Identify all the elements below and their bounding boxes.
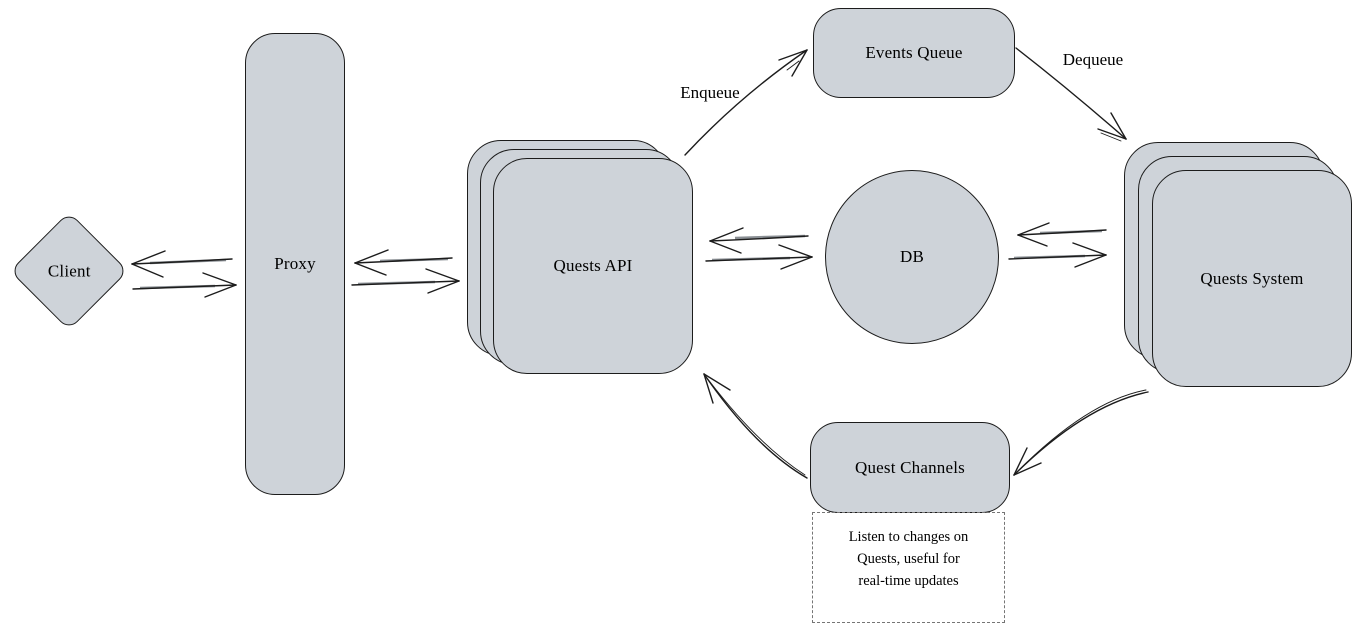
edge-label-enqueue: Enqueue — [680, 83, 740, 102]
node-quests-system-label: Quests System — [1200, 268, 1304, 288]
edge-db-to-questsapi — [709, 227, 809, 254]
edge-db-to-questssystem — [1008, 242, 1107, 268]
note-box: Listen to changes on Quests, useful for … — [812, 512, 1005, 623]
edge-questsapi-to-db — [705, 244, 813, 270]
note-line-3: real-time updates — [858, 573, 959, 589]
edge-questchannels-to-questsapi — [703, 373, 808, 479]
node-client: Client — [9, 211, 129, 331]
node-proxy: Proxy — [245, 33, 345, 495]
node-events-queue: Events Queue — [813, 8, 1015, 98]
node-db-label: DB — [899, 247, 925, 266]
note-line-2: Quests, useful for — [857, 551, 960, 567]
edge-questssystem-to-questchannels — [1013, 389, 1149, 476]
node-quests-api: Quests API — [493, 158, 693, 374]
edge-proxy-to-client — [131, 250, 233, 278]
node-client-label: Client — [47, 260, 91, 280]
node-quest-channels-label: Quest Channels — [855, 457, 965, 477]
node-quest-channels: Quest Channels — [810, 422, 1010, 513]
edge-questssystem-to-db — [1017, 222, 1107, 247]
note-line-1: Listen to changes on — [848, 529, 969, 545]
edge-label-dequeue: Dequeue — [1062, 50, 1124, 69]
edge-questsapi-to-proxy — [354, 249, 453, 276]
node-quests-api-label: Quests API — [553, 256, 633, 275]
node-events-queue-label: Events Queue — [865, 43, 963, 62]
edge-client-to-proxy — [132, 272, 237, 298]
edge-proxy-to-questsapi — [351, 268, 460, 294]
node-db: DB — [825, 170, 999, 344]
node-quests-system: Quests System — [1152, 170, 1352, 387]
node-proxy-label: Proxy — [274, 254, 316, 273]
